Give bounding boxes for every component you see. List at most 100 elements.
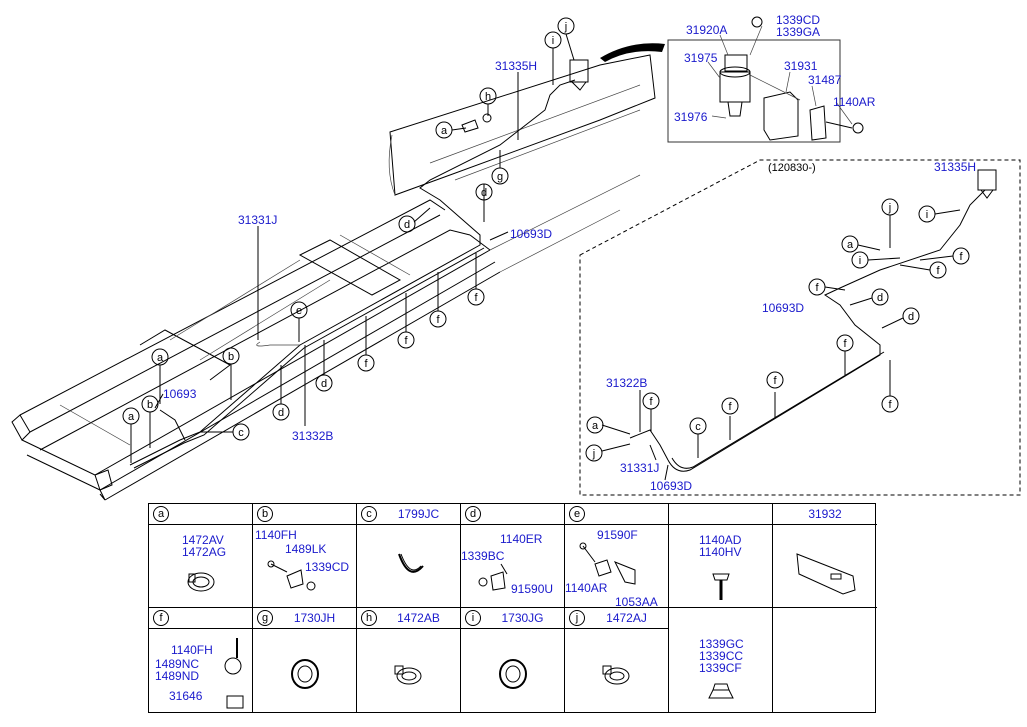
title-1472AB: 1472AB — [397, 611, 440, 625]
svg-text:d: d — [877, 292, 883, 304]
strap-clip-icon — [398, 553, 424, 573]
part-1472AG: 1472AG — [182, 545, 227, 559]
callout-a-1: a — [151, 348, 169, 366]
legend-cell-nut: 1339GC 1339CC 1339CF — [669, 608, 773, 712]
title-1799JC: 1799JC — [397, 507, 440, 521]
inset-callout-f-4: f — [766, 371, 784, 389]
hose-clamp-icon — [187, 572, 215, 592]
legend-cell-b: b 1140FH 1489LK 1339CD — [253, 504, 357, 608]
svg-text:a: a — [128, 411, 135, 423]
svg-text:d: d — [481, 187, 487, 199]
part-1489LK: 1489LK — [285, 542, 327, 556]
callout-f-1: f — [467, 288, 485, 306]
svg-text:a: a — [441, 125, 448, 137]
inset-callout-f-5: f — [721, 397, 739, 415]
inset-callout-f-r1: f — [952, 247, 970, 265]
legend-cell-d: d 1140ER 1339BC 91590U — [461, 504, 565, 608]
parts-legend-grid: a 1472AV 1472AG b 1140FH 1489LK 1339CD c… — [148, 503, 877, 713]
inset-label-10693D-a: 10693D — [762, 301, 804, 315]
leader-lines — [130, 25, 961, 481]
part-1339CD: 1339CD — [305, 560, 350, 574]
title-1472AJ: 1472AJ — [606, 611, 647, 625]
legend-cell-e: e 91590F 1140AR 1053AA — [565, 504, 669, 608]
label-10693: 10693 — [163, 387, 197, 401]
legend-cell-31932: 31932 — [773, 504, 877, 608]
svg-text:f: f — [364, 358, 368, 370]
svg-text:f: f — [474, 292, 478, 304]
legend-letter-e: e — [569, 506, 585, 522]
callout-f-3: f — [397, 331, 415, 349]
title-31932: 31932 — [808, 507, 842, 521]
svg-text:j: j — [564, 21, 567, 33]
part-1140ER: 1140ER — [500, 532, 543, 546]
callout-e-main: e — [290, 301, 308, 319]
bracket-bolt-nut-icon — [267, 560, 316, 591]
part-1339CF: 1339CF — [699, 661, 742, 675]
svg-text:a: a — [157, 352, 164, 364]
legend-cell-bolt: 1140AD 1140HV — [669, 504, 773, 608]
callout-a-tank: a — [435, 121, 453, 139]
legend-letter-h: h — [361, 610, 377, 626]
part-91590U: 91590U — [511, 582, 554, 596]
svg-text:h: h — [485, 91, 491, 103]
svg-text:j: j — [888, 202, 891, 214]
svg-text:f: f — [936, 265, 940, 277]
legend-cell-f: f 1140FH 1489NC 1489ND 31646 — [149, 608, 253, 712]
callout-g-main: g — [491, 167, 509, 185]
legend-letter-a: a — [153, 506, 169, 522]
flange-nut-icon — [708, 683, 734, 699]
inset-callout-f-r2: f — [929, 261, 947, 279]
svg-text:a: a — [592, 420, 599, 432]
clip-bracket-icon — [579, 542, 636, 585]
part-1140FH-f: 1140FH — [171, 643, 213, 657]
part-labels-main: 31920A 1339CD 1339GA 31975 31931 31487 1… — [163, 13, 876, 443]
fuel-tank — [388, 54, 656, 196]
part-1053AA: 1053AA — [615, 595, 658, 609]
callout-i-main: i — [544, 31, 562, 49]
part-1140AD: 1140AD — [699, 533, 742, 547]
inset-date: (120830-) — [768, 162, 816, 174]
callouts-inset: j i a i f f f d d f f f f c f a j — [585, 198, 970, 462]
svg-text:f: f — [888, 399, 892, 411]
legend-cell-h: h 1472AB — [357, 608, 461, 712]
bolt-icon — [712, 573, 730, 600]
part-1140FH-b: 1140FH — [255, 528, 297, 542]
clip-bolt-icon — [478, 563, 508, 591]
label-10693D: 10693D — [510, 227, 552, 241]
title-1730JG: 1730JG — [501, 611, 544, 625]
inset-callout-f-3: f — [881, 395, 899, 413]
svg-text:c: c — [695, 421, 701, 433]
inset-callout-f-6: f — [642, 392, 660, 410]
inset-callout-d-1: d — [871, 288, 889, 306]
inset-callout-f-2: f — [836, 334, 854, 352]
callouts-main: j i h a g d d f f f f d d e b c a b a — [122, 17, 575, 441]
part-1472AV: 1472AV — [182, 533, 224, 547]
inset-label-31322B: 31322B — [606, 376, 647, 390]
inset-120830 — [579, 159, 1021, 496]
svg-text:f: f — [773, 375, 777, 387]
label-31920A: 31920A — [686, 23, 727, 37]
inset-label-31331J: 31331J — [620, 461, 659, 475]
part-1489ND: 1489ND — [155, 669, 200, 683]
svg-text:e: e — [296, 305, 302, 317]
grommet-small-icon — [499, 659, 527, 689]
grommet-icon — [291, 659, 319, 689]
part-1140HV: 1140HV — [699, 545, 742, 559]
filter-detail-box — [667, 16, 864, 143]
svg-text:i: i — [552, 35, 554, 47]
callout-f-4: f — [357, 354, 375, 372]
callout-d-3: d — [315, 374, 333, 392]
callout-d-4: d — [272, 403, 290, 421]
svg-text:f: f — [815, 282, 819, 294]
svg-text:a: a — [847, 239, 854, 251]
svg-text:b: b — [228, 351, 234, 363]
label-31975: 31975 — [684, 51, 718, 65]
inset-callout-j: j — [585, 444, 603, 462]
legend-letter-d: d — [465, 506, 481, 522]
svg-text:f: f — [728, 401, 732, 413]
svg-text:i: i — [859, 255, 861, 267]
callout-d-2: d — [398, 215, 416, 233]
label-31335H: 31335H — [495, 59, 537, 73]
